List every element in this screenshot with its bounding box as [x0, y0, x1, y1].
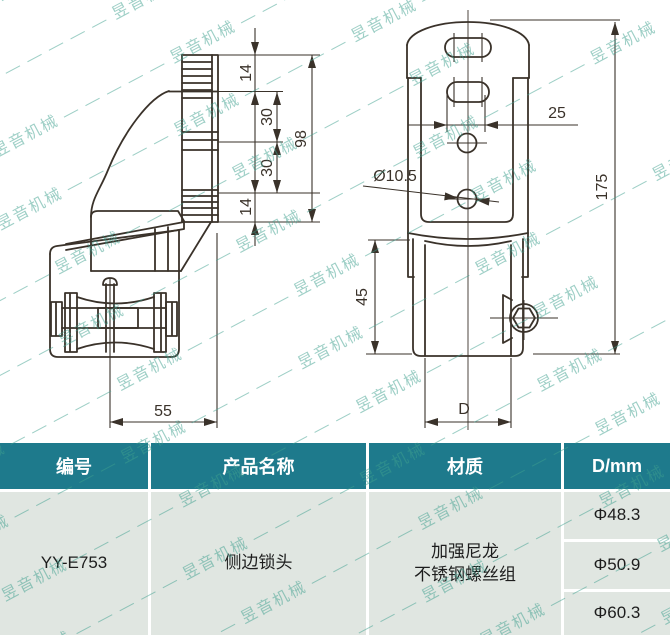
center-pin: [102, 277, 118, 353]
material-line-2: 不锈钢螺丝组: [414, 564, 516, 584]
right-view-dimensions: 25 Ø10.5 175 45 D: [354, 19, 620, 428]
roller-housing: [49, 229, 180, 358]
dim-label-175: 175: [594, 174, 611, 201]
dim-label-D: D: [458, 401, 470, 418]
dim-label-14-bottom: 14: [238, 198, 255, 216]
dim-label-45: 45: [354, 288, 371, 306]
header-cell-d-mm: D/mm: [564, 443, 670, 489]
spec-table: 编号 产品名称 材质 D/mm YY-E753 侧边锁头 加强尼龙 不锈钢螺丝组…: [0, 443, 670, 635]
dim-label-30-lower: 30: [259, 159, 276, 177]
technical-drawing-svg: 14 30 98 30 14 55: [49, 10, 620, 430]
dim-label-30-upper: 30: [259, 108, 276, 126]
right-view: [406, 10, 558, 430]
dim-label-98: 98: [293, 130, 310, 148]
rail-block-ribs: [181, 61, 219, 216]
dim-label-55: 55: [154, 403, 172, 420]
slot-panel: [420, 77, 514, 223]
left-view-dimensions: 14 30 98 30 14 55: [109, 28, 320, 428]
material-line-1: 加强尼龙: [431, 541, 499, 561]
dim-label-14-top: 14: [238, 64, 255, 82]
roller-spool: [64, 292, 167, 353]
cell-product-name: 侧边锁头: [151, 492, 366, 635]
cell-material: 加强尼龙 不锈钢螺丝组: [369, 492, 561, 635]
header-cell-code: 编号: [0, 443, 148, 489]
dim-label-25: 25: [548, 105, 566, 122]
cell-d-value-2: Φ50.9: [564, 542, 670, 589]
left-view: [49, 54, 219, 358]
gusset-edge: [180, 221, 212, 272]
cell-product-code: YY-E753: [0, 492, 148, 635]
hex-screw-boss: [490, 294, 558, 344]
arm-outline: [90, 90, 170, 272]
header-cell-product-name: 产品名称: [151, 443, 366, 489]
header-cell-material: 材质: [369, 443, 561, 489]
dim-label-hole-dia: Ø10.5: [373, 168, 417, 185]
cell-d-value-1: Φ48.3: [564, 492, 670, 539]
cell-d-value-3: Φ60.3: [564, 592, 670, 635]
